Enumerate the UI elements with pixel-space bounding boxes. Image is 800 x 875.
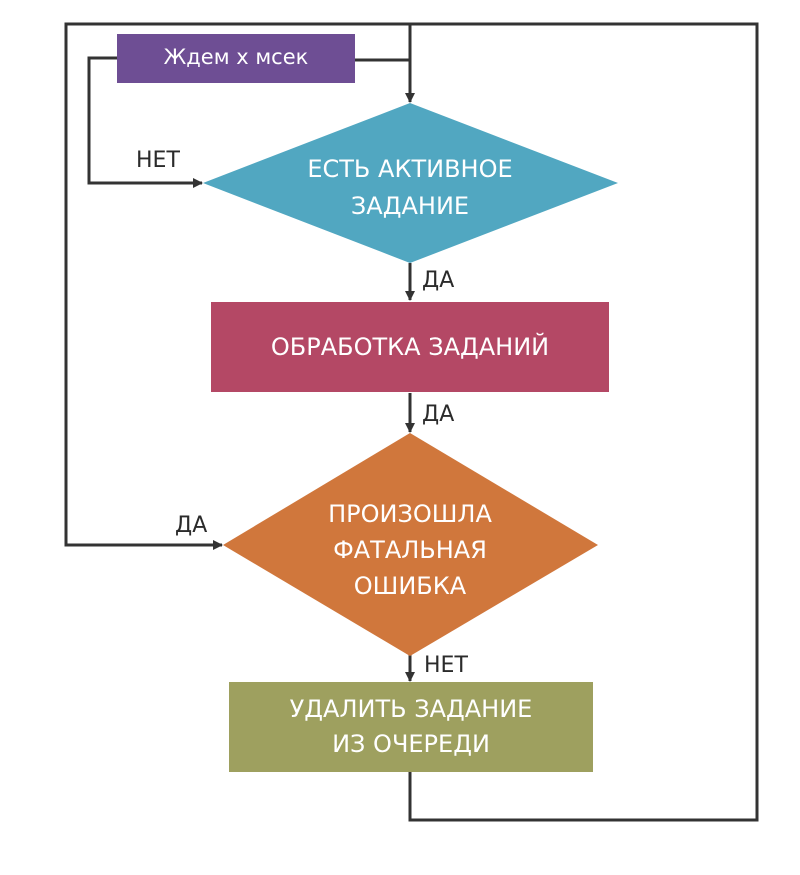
fatal-yes-loop-line — [64, 22, 410, 547]
remove-task-node: УДАЛИТЬ ЗАДАНИЕ ИЗ ОЧЕРЕДИ — [229, 682, 593, 772]
edge-label-fatal-no: НЕТ — [424, 653, 468, 678]
active-task-label-line-2: ЗАДАНИЕ — [351, 192, 469, 220]
remove-label-line-1: УДАЛИТЬ ЗАДАНИЕ — [290, 695, 533, 723]
active-task-decision: ЕСТЬ АКТИВНОЕ ЗАДАНИЕ — [203, 103, 618, 263]
wait-label: Ждем х мсек — [164, 45, 309, 69]
edge-label-yes-active: ДА — [422, 268, 454, 293]
connectors — [64, 22, 759, 822]
fatal-label-line-3: ОШИБКА — [354, 572, 467, 600]
fatal-label-line-2: ФАТАЛЬНАЯ — [333, 536, 487, 564]
edge-label-after-process: ДА — [422, 402, 454, 427]
active-task-label-line-1: ЕСТЬ АКТИВНОЕ — [307, 155, 512, 183]
active-no-loop-line — [87, 56, 203, 188]
fatal-error-decision: ПРОИЗОШЛА ФАТАЛЬНАЯ ОШИБКА — [223, 433, 598, 656]
edge-label-no-active: НЕТ — [136, 148, 180, 173]
fatal-label-line-1: ПРОИЗОШЛА — [328, 500, 492, 528]
process-node: ОБРАБОТКА ЗАДАНИЙ — [211, 302, 609, 392]
edge-label-fatal-yes: ДА — [175, 513, 207, 538]
remove-label-line-2: ИЗ ОЧЕРЕДИ — [332, 730, 490, 758]
remove-return-loop-line — [408, 22, 759, 822]
process-label: ОБРАБОТКА ЗАДАНИЙ — [271, 332, 549, 361]
wait-node: Ждем х мсек — [117, 34, 355, 83]
